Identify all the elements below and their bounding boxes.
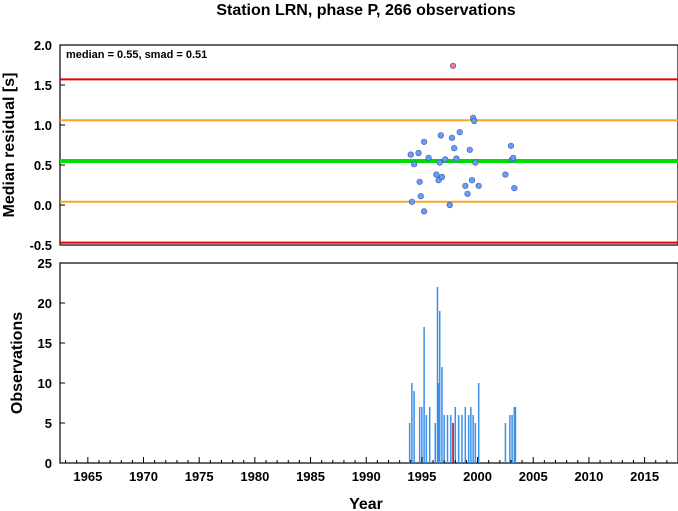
x-tick-label: 1995 xyxy=(407,469,436,484)
y-tick-label: 0.0 xyxy=(34,198,52,213)
residual-point xyxy=(408,198,415,205)
residual-point xyxy=(436,159,443,166)
x-tick-label: 1990 xyxy=(352,469,381,484)
y-tick-label: 15 xyxy=(38,336,52,351)
residual-point xyxy=(468,177,476,184)
residual-point xyxy=(448,134,456,141)
residual-point xyxy=(451,145,458,152)
residual-point xyxy=(456,129,463,136)
x-tick-label: 1970 xyxy=(129,469,158,484)
residual-point xyxy=(462,182,469,189)
x-tick-label: 2005 xyxy=(519,469,548,484)
residual-point xyxy=(417,193,424,200)
residual-point xyxy=(464,190,471,197)
x-tick-label: 1975 xyxy=(185,469,214,484)
x-tick-label: 2015 xyxy=(630,469,659,484)
x-tick-label: 2010 xyxy=(574,469,603,484)
y-tick-label: 0.5 xyxy=(34,158,52,173)
y-tick-label: 5 xyxy=(45,416,52,431)
y-tick-label: 1.5 xyxy=(34,78,52,93)
observations-plot-frame xyxy=(59,262,678,464)
x-tick-label: 1985 xyxy=(296,469,325,484)
x-tick-label: 2000 xyxy=(463,469,492,484)
residual-point xyxy=(472,159,479,166)
residual-point xyxy=(421,138,428,145)
x-tick-label: 1980 xyxy=(240,469,269,484)
stats-annotation: median = 0.55, smad = 0.51 xyxy=(66,49,207,61)
residual-point xyxy=(466,146,473,153)
residual-point xyxy=(425,154,432,161)
residual-plot-frame xyxy=(59,44,678,246)
residual-y-axis-label: Median residual [s] xyxy=(1,73,18,218)
residual-point xyxy=(446,201,453,209)
residual-point xyxy=(475,182,482,189)
residual-point xyxy=(438,173,446,181)
year-x-axis-label: Year xyxy=(349,496,383,511)
residual-point xyxy=(453,155,460,162)
y-tick-label: 10 xyxy=(38,376,52,391)
residual-point xyxy=(437,132,444,139)
residual-point xyxy=(407,151,414,158)
residual-point xyxy=(510,154,517,161)
residual-point xyxy=(421,208,428,215)
residual-point xyxy=(416,178,423,185)
y-tick-label: -0.5 xyxy=(30,238,52,253)
x-tick-label: 1965 xyxy=(73,469,102,484)
residual-panel: -0.5 0.0 0.5 1.0 1.5 2.0 median = 0.55, smad … xyxy=(1,38,678,253)
y-tick-label: 1.0 xyxy=(34,118,52,133)
y-tick-label: 0 xyxy=(45,456,52,471)
observations-y-axis-label: Observations xyxy=(9,312,26,414)
y-tick-label: 20 xyxy=(38,296,52,311)
residual-point xyxy=(507,142,515,149)
residual-point xyxy=(433,171,440,178)
observations-panel: 0 5 10 15 20 25 1965 1970 1975 1980 1985 1990 1995 2… xyxy=(9,256,678,511)
residual-point xyxy=(502,171,509,178)
y-tick-label: 25 xyxy=(38,256,52,271)
residual-point xyxy=(442,156,449,163)
residual-point xyxy=(511,185,518,192)
y-tick-label: 2.0 xyxy=(34,38,52,53)
residual-point xyxy=(410,161,418,168)
outlier-point xyxy=(449,62,457,69)
chart-title: Station LRN, phase P, 266 observations xyxy=(216,2,515,19)
residual-point xyxy=(471,117,478,125)
residual-point xyxy=(415,149,422,157)
